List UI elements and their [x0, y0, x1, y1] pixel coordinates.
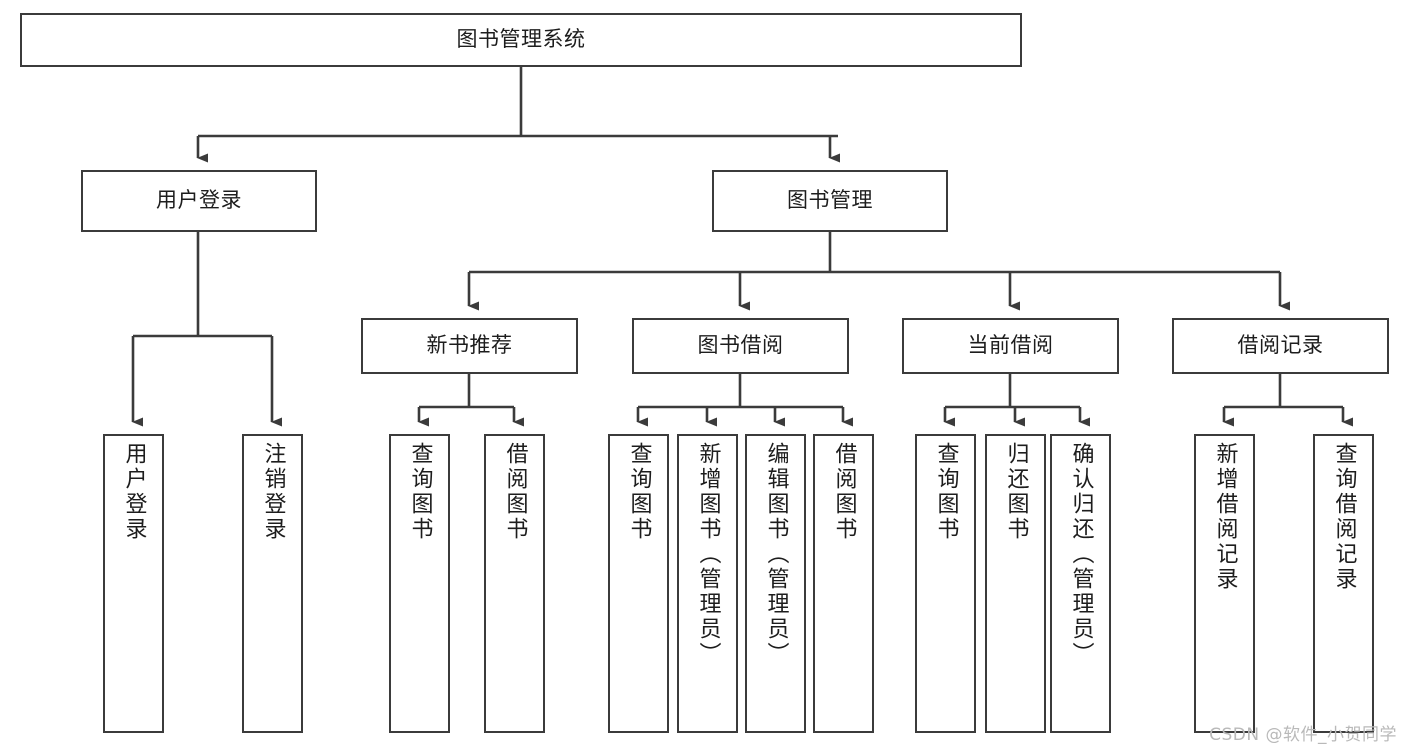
- node-new-book-recommend[interactable]: 新书推荐: [361, 318, 578, 374]
- node-label: 当前借阅: [967, 333, 1054, 358]
- node-borrow-record[interactable]: 借阅记录: [1172, 318, 1389, 374]
- node-label: 编辑图书（管理员）: [763, 442, 789, 667]
- leaf-return-books[interactable]: 归还图书: [985, 434, 1046, 733]
- node-book-management[interactable]: 图书管理: [712, 170, 948, 232]
- node-user-login[interactable]: 用户登录: [81, 170, 317, 232]
- node-label: 归还图书: [1003, 442, 1029, 542]
- node-label: 新书推荐: [426, 333, 513, 358]
- node-label: 查询借阅记录: [1331, 442, 1357, 592]
- leaf-add-borrow-record[interactable]: 新增借阅记录: [1194, 434, 1255, 733]
- leaf-query-books-recommend[interactable]: 查询图书: [389, 434, 450, 733]
- node-label: 注销登录: [260, 442, 286, 542]
- node-label: 查询图书: [933, 442, 959, 542]
- leaf-confirm-return-admin[interactable]: 确认归还（管理员）: [1050, 434, 1111, 733]
- node-label: 图书借阅: [697, 333, 784, 358]
- leaf-borrow-books-recommend[interactable]: 借阅图书: [484, 434, 545, 733]
- node-label: 新增图书（管理员）: [695, 442, 721, 667]
- node-current-borrow[interactable]: 当前借阅: [902, 318, 1119, 374]
- node-book-borrow[interactable]: 图书借阅: [632, 318, 849, 374]
- leaf-add-book-admin[interactable]: 新增图书（管理员）: [677, 434, 738, 733]
- node-label: 图书管理: [787, 188, 873, 213]
- node-label: 新增借阅记录: [1212, 442, 1238, 592]
- watermark: CSDN @软件_小贺同学: [1209, 725, 1397, 745]
- node-root-book-management-system[interactable]: 图书管理系统: [20, 13, 1022, 67]
- node-label: 查询图书: [407, 442, 433, 542]
- node-label: 借阅图书: [831, 442, 857, 542]
- leaf-edit-book-admin[interactable]: 编辑图书（管理员）: [745, 434, 806, 733]
- node-label: 借阅记录: [1237, 333, 1324, 358]
- leaf-user-login[interactable]: 用户登录: [103, 434, 164, 733]
- node-label: 查询图书: [626, 442, 652, 542]
- node-label: 用户登录: [156, 188, 242, 213]
- leaf-query-books-current[interactable]: 查询图书: [915, 434, 976, 733]
- node-label: 借阅图书: [502, 442, 528, 542]
- node-label: 确认归还（管理员）: [1068, 442, 1094, 667]
- node-label: 用户登录: [121, 442, 147, 542]
- leaf-query-books-borrow[interactable]: 查询图书: [608, 434, 669, 733]
- leaf-borrow-books[interactable]: 借阅图书: [813, 434, 874, 733]
- leaf-logout[interactable]: 注销登录: [242, 434, 303, 733]
- node-label: 图书管理系统: [456, 27, 586, 52]
- leaf-query-borrow-record[interactable]: 查询借阅记录: [1313, 434, 1374, 733]
